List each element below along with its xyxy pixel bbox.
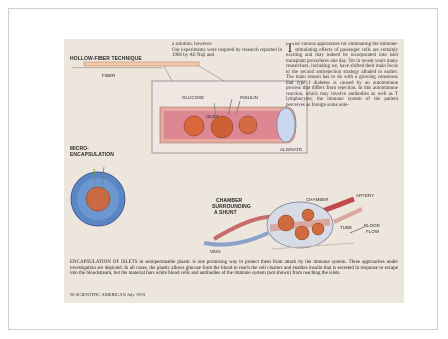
label-encapsulation: ENCAPSULATION	[70, 153, 114, 159]
label-fiber: FIBER	[102, 73, 115, 79]
article-column-right-text: he various approaches for eliminating th…	[286, 42, 398, 108]
magazine-page: HOLLOW-FIBER TECHNIQUE FIBER GLUCOSE INS…	[64, 39, 404, 303]
vein-vessel	[204, 233, 268, 245]
label-artery: ARTERY	[356, 193, 374, 199]
label-glucose: GLUCOSE	[182, 95, 204, 101]
label-islet: ISLET	[206, 114, 219, 120]
islet-cluster	[86, 187, 110, 211]
label-alginate: ALGINATE	[280, 147, 302, 153]
fiber-strand	[84, 62, 199, 66]
label-a-shunt: A SHUNT	[214, 211, 237, 217]
label-blood: BLOOD	[364, 223, 380, 229]
islet-cluster	[302, 209, 314, 221]
image-frame: HOLLOW-FIBER TECHNIQUE FIBER GLUCOSE INS…	[8, 8, 438, 330]
label-hollow-fiber: HOLLOW-FIBER TECHNIQUE	[70, 57, 142, 63]
label-insulin: INSULIN	[240, 95, 258, 101]
article-column-mid: a solution, however. Our experiments wer…	[172, 42, 282, 59]
article-column-right: The various approaches for eliminating t…	[286, 42, 398, 142]
drop-cap: T	[286, 42, 294, 53]
label-tube: TUBE	[340, 225, 352, 231]
islet-cluster	[295, 226, 309, 240]
shunt-tube	[334, 209, 362, 222]
islet-cluster	[312, 223, 324, 235]
page-footer: 58 SCIENTIFIC AMERICAN July 1993	[70, 292, 145, 297]
islet-cluster	[239, 116, 257, 134]
figure-caption: ENCAPSULATION OF ISLETS in semipermeable…	[70, 260, 398, 277]
label-chamber-small: CHAMBER	[306, 197, 329, 203]
islet-cluster	[278, 215, 294, 231]
label-flow: FLOW	[366, 229, 379, 235]
islet-cluster	[184, 116, 204, 136]
label-vein: VEIN	[210, 249, 221, 255]
